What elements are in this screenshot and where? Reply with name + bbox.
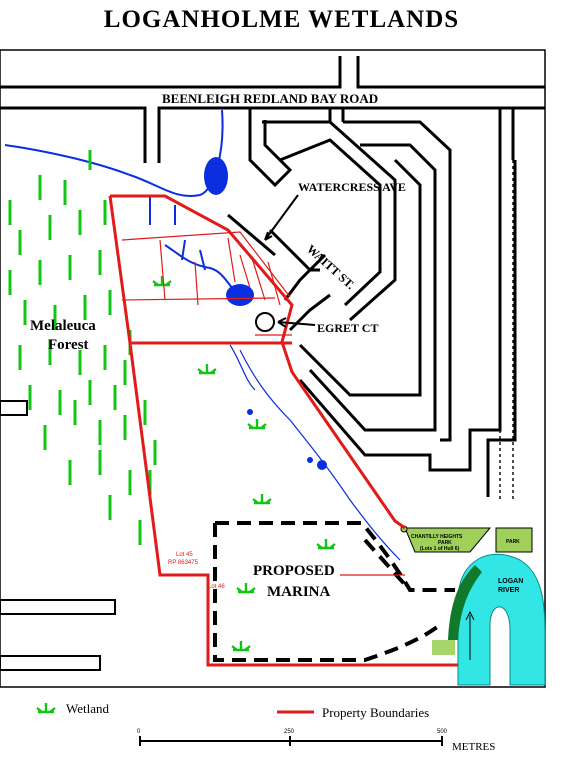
park-label: PARK <box>506 539 520 545</box>
watercress-pointer <box>264 194 299 241</box>
river-label: RIVER <box>498 587 519 594</box>
lot-label: RP 863475 <box>168 560 199 566</box>
marina-label: PROPOSED <box>253 563 335 579</box>
chantilly-park-label: (Lots 1 of Hull 6) <box>420 546 460 552</box>
pond <box>226 284 254 306</box>
legend-wetland-label: Wetland <box>66 701 109 716</box>
scale-tick: 0 <box>137 729 141 735</box>
street-network <box>0 56 545 497</box>
river-label: LOGAN <box>498 578 523 585</box>
lot-label: Lot 45 <box>176 552 193 558</box>
pond <box>307 457 313 463</box>
river-flow-arrow <box>465 610 475 660</box>
creeks <box>4 109 401 561</box>
forest-label: Forest <box>48 337 89 353</box>
chantilly-park-label: CHANTILLY HEIGHTS <box>411 534 463 540</box>
logan-river <box>457 553 546 686</box>
scale-unit: METRES <box>452 741 495 753</box>
road-label-main: BEENLEIGH REDLAND BAY ROAD <box>162 91 378 106</box>
park-area <box>495 527 533 553</box>
legend-wetland-icon <box>35 701 57 714</box>
lot-subdivisions <box>121 231 292 336</box>
chantilly-park-label: PARK <box>438 540 452 546</box>
melaleuca-forest-markings <box>8 150 157 545</box>
unsealed-road <box>499 160 514 500</box>
pond <box>247 409 253 415</box>
forest-label: Melaleuca <box>30 318 96 334</box>
marina-label: MARINA <box>267 584 330 600</box>
egret-pointer <box>277 317 316 328</box>
lot-label: Lot 46 <box>208 584 225 590</box>
edge-parcel <box>0 599 116 615</box>
map-frame <box>0 49 546 688</box>
road-label-watercress: WATERCRESS AVE <box>298 180 406 194</box>
chantilly-heights-park <box>404 527 492 553</box>
edge-parcel <box>0 400 28 416</box>
riverbank <box>448 565 482 640</box>
riverbank-small <box>432 640 455 655</box>
egret-ct-turnaround <box>255 312 275 332</box>
lagoon <box>204 157 228 195</box>
legend-boundary-label: Property Boundaries <box>322 705 429 720</box>
map-title: LOGANHOLME WETLANDS <box>103 6 460 33</box>
scale-tick: 250 <box>284 729 295 735</box>
scale-bar <box>139 736 443 746</box>
pond <box>317 460 327 470</box>
road-label-egret: EGRET CT <box>317 321 378 335</box>
proposed-marina-boundary <box>213 521 455 662</box>
scale-tick: 500 <box>437 729 448 735</box>
edge-parcel <box>0 655 101 671</box>
